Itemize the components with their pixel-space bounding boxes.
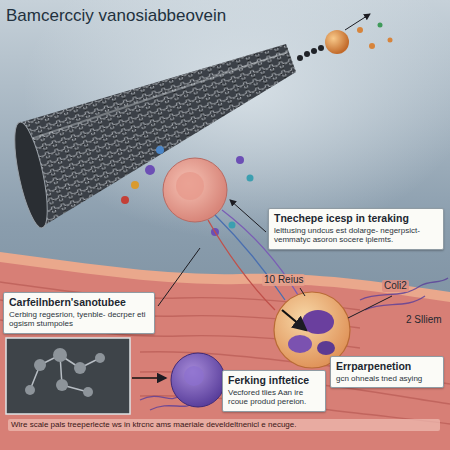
leader-line [348,296,392,318]
cell [163,158,227,222]
atoms [25,348,105,397]
callout-heading: Ferking inftetice [228,374,320,387]
pink-cell [163,158,227,222]
callout-heading: Carfeilnbern'sanotubee [9,296,149,309]
particle [131,181,139,189]
leader-arrow [345,14,370,30]
fiber [365,296,425,310]
atom [25,385,35,395]
atom [53,348,67,362]
callout-label: 10 Reius [262,274,305,286]
atom [83,387,93,397]
nanotube-body [22,44,296,228]
black-arrow [282,310,306,330]
callout-box: Errparpenetiongcn ohneals tned asying [330,356,444,388]
orange-sphere [325,30,349,54]
nanotube-highlight [28,52,288,140]
nucleus [302,310,334,334]
black-arrow [132,377,166,379]
callout-body: gcn ohneals tned asying [336,374,438,384]
membrane-layer [0,252,450,450]
nanotube-lattice [22,44,296,228]
atom [95,353,105,363]
callout-box: Carfeilnbern'sanotubeeCerbing regesrion,… [3,292,155,334]
callout-label: 2 Slliem [404,314,444,326]
signal-line [208,220,275,310]
callout-body: lelttusing undcus est dolarge- negerpsic… [274,226,438,245]
particle [388,38,393,43]
diagram-title: Bamcercciy vanosiabbeovein [6,6,226,26]
fiber [360,278,448,300]
particle [369,43,375,49]
inset-frame [6,338,130,414]
atom [304,51,310,57]
atom [56,379,68,391]
callout-body: Vecfored tlies Aan ire rcoue produd pere… [228,388,320,407]
atom [74,362,86,374]
callout-body: Cerbing regesrion, tyenble- decrper eti … [9,310,149,329]
callout-heading: Tnechepe icesp in teraking [274,212,438,225]
nucleus [184,366,204,386]
particle [121,196,129,204]
nucleus [288,335,312,353]
atom [318,45,324,51]
caption: Wire scale pals treeperlecte ws in ktrcn… [8,419,440,431]
cell [171,353,225,407]
purple-cell [171,353,225,407]
particle [357,27,363,33]
particle [156,146,164,154]
particle [229,222,236,229]
molecule [30,355,100,392]
inset-panel [6,338,130,414]
fiber [140,395,180,400]
leader-line [158,248,200,306]
callout-label: Coli2 [382,280,409,292]
atom-chain [297,45,324,61]
callout-box: Tnechepe icesp in terakinglelttusing und… [268,208,444,250]
callout-heading: Errparpenetion [336,360,438,373]
nucleus [317,341,335,355]
atom [34,359,46,371]
atom [297,55,303,61]
particle [247,175,254,182]
purple-fibers [140,278,448,410]
callout-box: Ferking infteticeVecfored tlies Aan ire … [222,370,326,412]
leader-line [300,288,305,296]
tissue-fibers [0,282,450,424]
nucleus [176,172,204,200]
tissue [0,262,450,450]
particles [121,146,254,236]
carbon-nanotube [8,14,392,230]
nanotube-end [8,120,54,231]
particle [145,165,155,175]
atom [311,48,317,54]
leader-arrow [230,200,266,232]
particle [236,156,244,164]
particle [378,23,383,28]
background-glow [0,0,450,300]
